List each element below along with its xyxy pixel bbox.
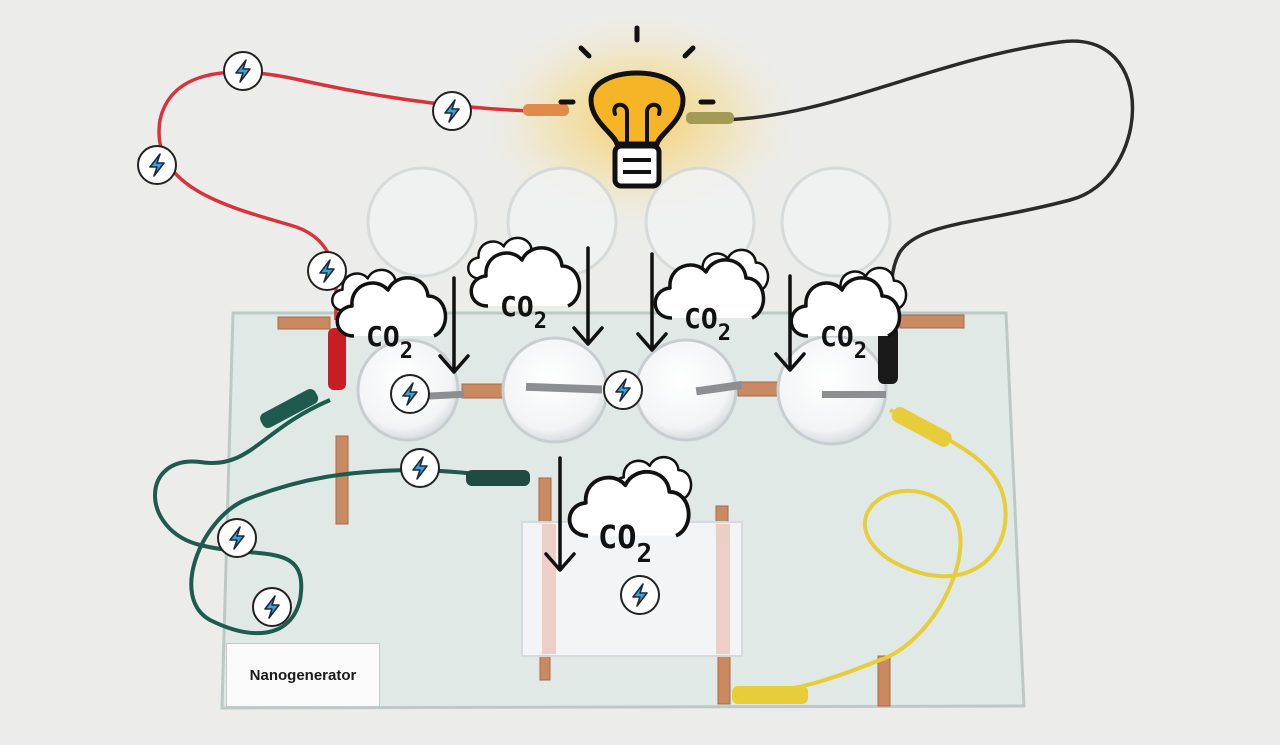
yellow-wire [739,408,1008,698]
alligator-clips [260,104,952,704]
co2-cloud-icon: CO2 [653,248,770,346]
co2-label: CO2 [684,302,731,346]
red-wire [157,70,561,321]
black-wire [719,39,1135,321]
co2-cloud-icon: CO2 [467,236,582,334]
co2-label: CO2 [820,320,867,364]
green-wire [153,398,521,636]
co2-cloud-icon: CO2 [789,266,908,364]
nanogenerator-label: Nanogenerator [226,643,380,707]
co2-label: CO2 [598,518,652,569]
down-arrow-icon [438,246,806,572]
bulb-icon [558,25,716,189]
co2-cloud-icon: CO2 [331,268,448,364]
co2-label: CO2 [500,290,547,334]
copper-tapes [277,314,965,707]
co2-label: CO2 [366,320,413,364]
co2-cloud-icon: CO2 [567,455,693,569]
